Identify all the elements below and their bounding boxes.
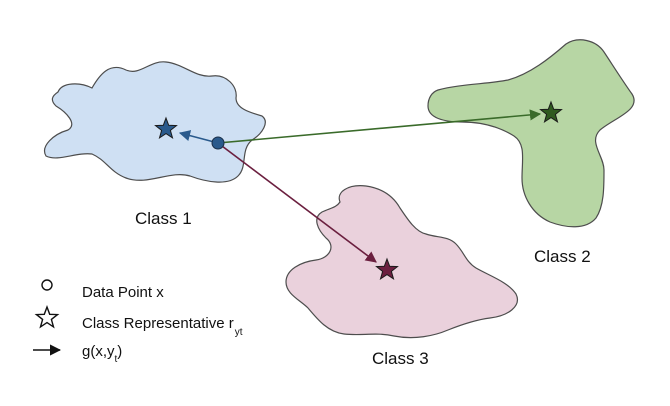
class-1-representative-star-icon	[154, 116, 178, 140]
class-1-region	[44, 61, 266, 183]
class-2-representative-star-icon	[539, 100, 563, 124]
legend-representative-subscript: yt	[235, 327, 243, 338]
class-3-label: Class 3	[372, 349, 429, 368]
legend-function-suffix: )	[117, 343, 122, 360]
arrow-to-class-2	[217, 109, 542, 144]
class-2-region	[427, 39, 635, 228]
arrow-to-class-3	[217, 142, 377, 263]
circle-icon	[41, 279, 53, 291]
class-3-representative-star-icon	[375, 257, 399, 281]
star-icon	[34, 304, 60, 329]
legend-function-prefix: g(x,y	[82, 343, 115, 360]
legend-function-text: g(x,yt)	[82, 343, 122, 365]
class-1-label: Class 1	[135, 209, 192, 228]
legend-data-point-text: Data Point x	[82, 284, 164, 301]
legend: Data Point x Class Representative ryt g(…	[33, 279, 243, 365]
legend-function-subscript: t	[115, 354, 118, 365]
legend-representative-main: Class Representative r	[82, 315, 234, 332]
legend-representative-text: Class Representative ryt	[82, 315, 243, 338]
class-3-region	[285, 185, 518, 339]
arrow-to-class-1	[178, 130, 219, 144]
class-2-label: Class 2	[534, 247, 591, 266]
data-point-x	[211, 136, 225, 150]
